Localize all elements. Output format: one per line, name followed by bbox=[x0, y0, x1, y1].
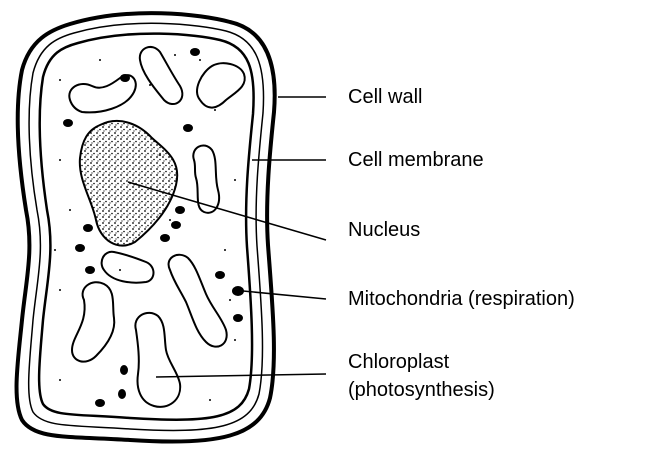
chloroplast-2 bbox=[140, 47, 183, 104]
chloroplast-5 bbox=[169, 255, 227, 347]
chloroplast-7 bbox=[135, 313, 180, 407]
label-mitochondria: Mitochondria (respiration) bbox=[348, 287, 575, 311]
chloroplast-8 bbox=[102, 252, 154, 283]
nucleus bbox=[80, 121, 177, 246]
chloroplasts bbox=[69, 47, 244, 407]
leader-mitochondria bbox=[243, 291, 326, 299]
mitochondria bbox=[63, 48, 244, 407]
label-cell-wall: Cell wall bbox=[348, 85, 422, 109]
label-chloroplast-line1: Chloroplast bbox=[348, 350, 449, 374]
label-cell-membrane: Cell membrane bbox=[348, 148, 484, 172]
chloroplast-3 bbox=[197, 63, 245, 107]
chloroplast-6 bbox=[72, 282, 114, 361]
label-nucleus: Nucleus bbox=[348, 218, 420, 242]
label-chloroplast-line2: (photosynthesis) bbox=[348, 378, 495, 402]
leader-chloroplast bbox=[156, 374, 326, 377]
